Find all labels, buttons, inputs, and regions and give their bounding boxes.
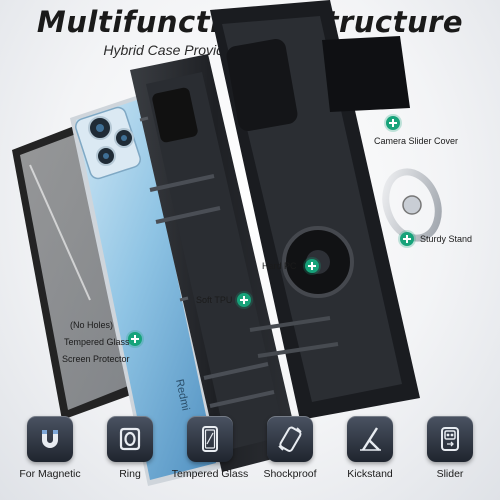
camera-slider-cover <box>322 36 410 112</box>
feature-tile-shockproof <box>267 416 313 462</box>
feature-tempered-glass: Tempered Glass <box>171 416 249 480</box>
feature-tile-slider <box>427 416 473 462</box>
feature-label-slider: Slider <box>436 468 464 480</box>
feature-slider: Slider <box>411 416 489 480</box>
screen-protector <box>12 118 150 420</box>
feature-label-ring: Ring <box>119 468 141 480</box>
feature-magnetic: For Magnetic <box>11 416 89 480</box>
tempered-glass-plus-icon <box>128 332 142 346</box>
feature-ring: Ring <box>91 416 169 480</box>
feature-tile-tempered-glass <box>187 416 233 462</box>
protective-case <box>130 54 300 472</box>
callout-soft-tpu: Soft TPU <box>196 295 233 305</box>
slider-icon <box>441 427 459 451</box>
feature-tile-magnetic <box>27 416 73 462</box>
callout-camera-slider: Camera Slider Cover <box>374 136 459 146</box>
callout-hard-pc: Hard PC <box>262 261 297 271</box>
shockproof-icon <box>278 426 302 452</box>
callout-screen-protector: Screen Protector <box>62 354 130 364</box>
feature-label-tempered-glass: Tempered Glass <box>171 468 249 480</box>
magnet-icon <box>42 430 58 448</box>
ring-stand <box>382 168 442 242</box>
feature-label-kickstand: Kickstand <box>347 468 393 480</box>
callout-tempered-glass: Tempered Glass <box>64 337 130 347</box>
sturdy-stand-plus-icon <box>400 232 414 246</box>
ring-icon <box>119 427 141 451</box>
feature-kickstand: Kickstand <box>331 416 409 480</box>
feature-bar: For Magnetic Ring Tempered Glass <box>0 410 500 500</box>
callout-no-holes: (No Holes) <box>70 320 114 330</box>
feature-tile-ring <box>107 416 153 462</box>
hard-pc-plus-icon <box>305 259 319 273</box>
feature-label-magnetic: For Magnetic <box>19 468 81 480</box>
callout-sturdy-stand: Sturdy Stand <box>420 234 473 244</box>
kickstand-icon <box>360 427 381 451</box>
glass-icon <box>202 426 218 452</box>
camera-slider-plus-icon <box>386 116 400 130</box>
feature-tile-kickstand <box>347 416 393 462</box>
phone-body: Redmi <box>70 94 222 486</box>
soft-tpu-plus-icon <box>237 293 251 307</box>
feature-shockproof: Shockproof <box>251 416 329 480</box>
feature-label-shockproof: Shockproof <box>263 468 317 480</box>
